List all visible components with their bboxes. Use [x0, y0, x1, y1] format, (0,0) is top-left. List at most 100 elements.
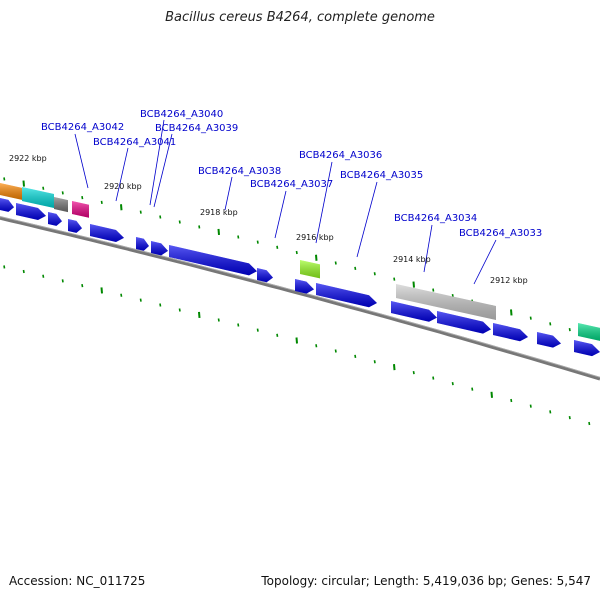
tick-mark	[178, 220, 181, 224]
tick-mark	[471, 387, 474, 391]
gene-label[interactable]: BCB4264_A3041	[93, 137, 176, 148]
tick-mark	[159, 303, 162, 307]
cds-arrow-shade	[136, 237, 149, 251]
tick-mark	[373, 360, 376, 364]
feature-shade	[0, 183, 22, 200]
leader-line	[115, 147, 129, 202]
gene-label[interactable]: BCB4264_A3037	[250, 179, 333, 190]
tick-mark	[198, 311, 201, 319]
cds-arrow-shade	[537, 332, 561, 348]
tick-mark	[373, 272, 376, 276]
cds-arrow-shade	[316, 283, 377, 308]
tick-mark	[81, 284, 84, 288]
feature-track	[0, 183, 600, 341]
leader-line	[315, 161, 333, 244]
cds-track	[0, 198, 600, 357]
tick-mark	[178, 308, 181, 312]
tick-mark	[276, 333, 279, 337]
leader-line	[74, 133, 89, 189]
kbp-label: 2920 kbp	[104, 182, 142, 191]
tick-mark	[334, 349, 337, 353]
tick-mark	[315, 254, 318, 261]
cds-arrow-shade	[0, 198, 14, 212]
label-leader-lines	[74, 119, 497, 285]
tick-mark	[432, 376, 435, 380]
feature-shade	[54, 197, 68, 213]
gene-label[interactable]: BCB4264_A3035	[340, 170, 423, 181]
leader-line	[149, 119, 165, 206]
cds-arrow-shade	[437, 311, 491, 334]
tick-mark	[295, 250, 298, 255]
feature-shade	[300, 260, 320, 279]
tick-mark	[237, 235, 240, 239]
tick-mark	[81, 196, 84, 200]
map-title: Bacillus cereus B4264, complete genome	[165, 10, 435, 25]
tick-mark	[568, 416, 571, 420]
gene-label[interactable]: BCB4264_A3033	[459, 228, 542, 239]
tick-mark	[61, 191, 64, 195]
kbp-label: 2918 kbp	[200, 208, 238, 217]
tick-mark	[276, 245, 279, 249]
leader-line	[356, 181, 378, 258]
tick-mark	[22, 269, 25, 274]
tick-mark	[159, 215, 162, 219]
tick-mark	[490, 391, 493, 398]
tick-mark	[529, 316, 532, 320]
tick-mark	[217, 318, 220, 322]
cds-arrow-shade	[48, 212, 62, 226]
gene-label[interactable]: BCB4264_A3039	[155, 123, 238, 134]
tick-mark	[139, 298, 142, 302]
backbone-line	[0, 216, 600, 381]
tick-mark	[549, 322, 552, 326]
tick-mark	[510, 309, 513, 316]
cds-arrow-shade	[257, 268, 273, 283]
tick-mark	[588, 421, 591, 426]
gene-label[interactable]: BCB4264_A3034	[394, 213, 477, 224]
cds-arrow-shade	[295, 279, 314, 294]
tick-mark	[451, 381, 454, 386]
gene-label[interactable]: BCB4264_A3036	[299, 150, 382, 161]
tick-mark	[3, 177, 6, 181]
tick-mark	[256, 328, 259, 332]
kbp-label: 2914 kbp	[393, 255, 431, 264]
tick-mark	[393, 364, 396, 371]
gene-label[interactable]: BCB4264_A3042	[41, 122, 124, 133]
tick-mark	[412, 281, 415, 288]
cds-arrow-shade	[493, 323, 528, 342]
feature-shade	[578, 323, 600, 341]
tick-mark	[393, 277, 396, 281]
tick-mark	[22, 180, 25, 187]
kbp-label-group: 2922 kbp 2920 kbp 2918 kbp 2916 kbp 2914…	[9, 154, 528, 285]
tick-mark	[568, 328, 571, 332]
tick-mark	[354, 266, 357, 270]
tick-mark	[237, 323, 240, 327]
cds-arrow-shade	[574, 340, 600, 357]
cds-arrow-shade	[68, 219, 82, 233]
tick-mark	[3, 265, 6, 269]
kbp-label: 2916 kbp	[296, 233, 334, 242]
tick-mark	[120, 293, 123, 297]
cds-arrow-shade	[169, 245, 257, 276]
tick-mark	[139, 210, 142, 214]
genome-summary-text: Topology: circular; Length: 5,419,036 bp…	[261, 574, 591, 588]
tick-mark	[529, 404, 532, 408]
tick-mark	[354, 354, 357, 358]
leader-line	[423, 224, 433, 273]
tick-mark	[256, 240, 259, 244]
cds-arrow-shade	[151, 241, 168, 256]
feature-shade	[72, 201, 89, 218]
gene-label[interactable]: BCB4264_A3038	[198, 166, 281, 177]
tick-mark	[510, 398, 513, 403]
tick-mark	[61, 279, 64, 283]
leader-line	[224, 176, 233, 211]
cds-arrow-shade	[16, 203, 46, 221]
feature-shade	[396, 284, 496, 320]
tick-mark	[100, 200, 103, 205]
cds-arrow-shade	[90, 224, 124, 242]
gene-label[interactable]: BCB4264_A3040	[140, 109, 223, 120]
tick-mark	[334, 261, 337, 265]
tick-mark	[198, 225, 201, 229]
leader-line	[473, 239, 497, 285]
tick-mark	[42, 186, 45, 190]
